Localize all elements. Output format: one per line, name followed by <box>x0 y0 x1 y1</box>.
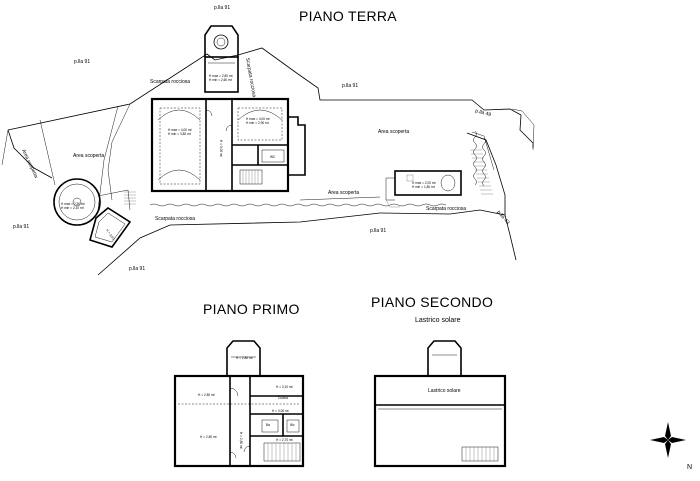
label-scarpata-top: Scarpata rocciosa <box>150 79 190 85</box>
label-tower-hmax: H max = 2,80 mt <box>209 74 233 78</box>
label-wc: WC <box>270 155 276 159</box>
label-primo-bottom-h: H = 2,70 mt <box>276 438 293 442</box>
label-shed-h: H = 2,60 <box>105 228 115 240</box>
label-secondo-lastrico: Lastrico solare <box>428 388 461 394</box>
label-plla-91-mid: p.lla 91 <box>370 228 386 234</box>
shed <box>89 207 132 248</box>
label-right-hmin: H min = 1,80 mt <box>412 185 435 189</box>
stairs-secondo <box>461 446 499 462</box>
label-area-left-vertical: Area scoperta <box>20 148 39 179</box>
label-plla-49: p.lla 49 <box>474 108 491 118</box>
label-room2-hmax: H max = 4,00 mt <box>246 117 270 121</box>
right-stairs <box>470 149 493 195</box>
label-primo-ba1: Ba <box>266 423 270 427</box>
label-plla-91-left: p.lla 91 <box>74 59 90 65</box>
label-round-hmax: H max = 2,30 mt <box>61 202 85 206</box>
piano-primo-plan: H = 2,80 mt H = 3,10 mt H = 2,80 mt H = … <box>173 340 305 468</box>
label-plla-91-bottomleft: p.lla 91 <box>13 224 29 230</box>
piano-secondo-plan: Lastrico solare <box>373 340 507 468</box>
label-room2-hmin: H min = 2,90 mt <box>246 121 269 125</box>
label-primo-ba2: Wc <box>290 423 295 427</box>
site-boundary <box>1 47 535 276</box>
building-annex <box>288 116 306 176</box>
label-right-hmax: H max = 2,00 mt <box>412 181 436 185</box>
right-outbuilding <box>385 170 462 208</box>
label-area-right: Area scoperta <box>378 129 409 135</box>
label-primo-mid-h: H = 3,00 mt <box>272 409 289 413</box>
label-plla-91-top: p.lla 91 <box>214 5 230 11</box>
label-area-left: Area scoperta <box>73 153 104 159</box>
main-building-ground <box>150 97 290 193</box>
label-tower-hmin: H min = 2,60 mt <box>209 78 232 82</box>
ground-floor-labels: p.lla 91 p.lla 91 p.lla 91 p.lla 91 p.ll… <box>13 5 511 272</box>
label-primo-top-h: H = 3,10 mt <box>276 385 293 389</box>
label-primo-center-h: H = 2,80 mt <box>239 432 243 449</box>
label-corr-h: H = 3,00 mt <box>219 140 223 157</box>
title-piano-terra: PIANO TERRA <box>299 8 397 24</box>
subtitle-lastrico-solare: Lastrico solare <box>415 317 461 324</box>
title-piano-primo: PIANO PRIMO <box>203 301 300 317</box>
north-compass-icon: N <box>650 422 692 471</box>
round-tower <box>53 178 136 226</box>
label-area-center: Area scoperta <box>328 190 359 196</box>
title-piano-secondo: PIANO SECONDO <box>371 294 493 310</box>
label-room1-hmin: H min = 3,80 mt <box>168 132 191 136</box>
label-scarpata-bottom: Scarpata rocciosa <box>155 216 195 222</box>
compass-north-label: N <box>687 464 692 471</box>
label-plla-91-right: p.lla 91 <box>342 83 358 89</box>
stairs-ground <box>239 169 263 185</box>
label-room1-hmax: H max = 4,00 mt <box>168 128 192 132</box>
label-plla-91-bottom: p.lla 91 <box>129 266 145 272</box>
label-scarpata-right: Scarpata rocciosa <box>426 206 466 212</box>
label-primo-cucina: Cucina <box>278 396 288 400</box>
label-round-hmin: H min = 2,10 mt <box>61 206 84 210</box>
label-scarpata-vertical: Scarpata rocciosa <box>244 57 257 98</box>
stairs-primo <box>263 442 301 462</box>
label-primo-tower-h: H = 2,80 mt <box>236 356 253 360</box>
label-primo-left-h: H = 2,80 mt <box>198 393 215 397</box>
label-plla-43: p.lla 43 <box>495 209 510 225</box>
label-primo-left-room-h: H = 2,80 mt <box>200 435 217 439</box>
tower-top <box>204 25 239 93</box>
